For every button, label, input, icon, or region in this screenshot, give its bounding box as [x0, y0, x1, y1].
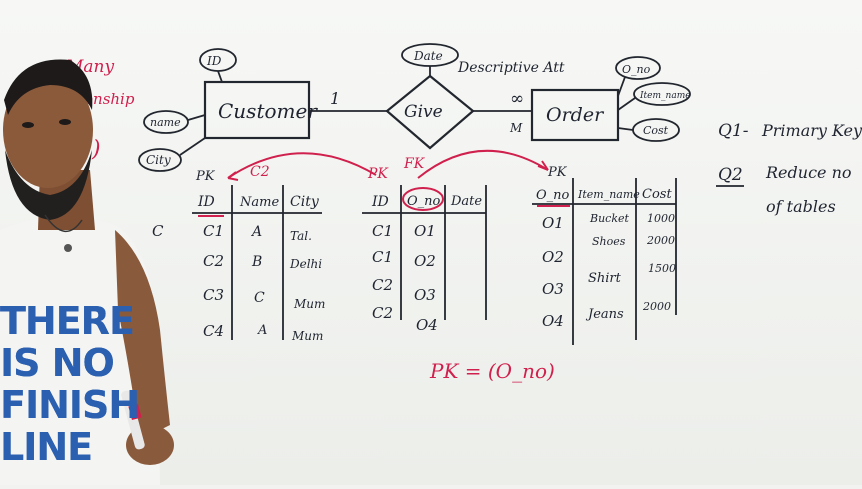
margin-note-2: onship: [84, 90, 135, 108]
table-row: O1: [542, 214, 564, 232]
table-row: C4: [203, 322, 224, 340]
cardinality-m: M: [509, 121, 523, 135]
attr-date-text: Date: [413, 49, 443, 63]
customer-col-name: Name: [239, 195, 279, 210]
entity-order-box: [530, 88, 620, 142]
table-row: C1: [203, 222, 224, 240]
entity-order-label: Order: [546, 104, 605, 126]
table-row: O3: [414, 286, 436, 304]
attr-ono-text: O_no: [622, 63, 651, 76]
table-row: C2: [372, 304, 393, 322]
give-col-id: ID: [371, 194, 389, 210]
question-2-text-line2: of tables: [766, 197, 836, 216]
give-col-ono: O_no: [407, 194, 441, 209]
customer-table-note: C2: [250, 164, 270, 180]
presenter: THERE IS NO FINISH LINE: [0, 30, 200, 485]
give-ono-circle: [402, 187, 444, 211]
attr-itemname-text: Item_name: [639, 91, 691, 101]
table-row: A: [257, 323, 267, 338]
order-col-itemname: Item_name: [577, 188, 640, 201]
table-row: Jeans: [585, 307, 624, 322]
shirt-print-line: FINISH: [0, 383, 140, 427]
give-col-date: Date: [450, 194, 482, 209]
table-row: 2000: [646, 234, 675, 247]
table-row: C1: [372, 248, 393, 266]
table-row: O2: [414, 252, 436, 270]
table-row: C: [254, 290, 265, 306]
table-row: Tal.: [290, 229, 312, 243]
table-row: Delhi: [289, 257, 322, 271]
cardinality-infinity: ∞: [510, 89, 524, 109]
relationship-give-label: Give: [404, 102, 443, 122]
attr-itemname-ellipse: [633, 82, 691, 106]
customer-side-note: C: [152, 222, 164, 240]
table-row: C2: [203, 252, 224, 270]
table-row: Bucket: [589, 212, 630, 225]
attr-name-text: name: [150, 116, 181, 129]
attr-cost-text: Cost: [643, 124, 669, 137]
table-row: Mum: [293, 297, 325, 311]
customer-table-pk-mark: PK: [195, 169, 216, 184]
table-row: Shirt: [588, 271, 622, 286]
customer-col-id: ID: [197, 194, 215, 210]
table-row: A: [250, 224, 262, 240]
give-table-pk-mark: PK: [367, 166, 389, 182]
entity-customer-box: [203, 80, 311, 140]
cardinality-one: 1: [330, 89, 340, 108]
customer-col-city: City: [290, 194, 320, 210]
question-2-text-line1: Reduce no: [765, 163, 852, 182]
margin-note-3: ): [91, 137, 101, 162]
give-table-fk-mark: FK: [403, 156, 426, 172]
attr-city-ellipse: [138, 148, 182, 172]
entity-customer-label: Customer: [218, 99, 318, 123]
attr-city-text: City: [146, 153, 171, 167]
question-2-label: Q2: [718, 165, 743, 185]
shirt-print-line: THERE: [0, 299, 135, 343]
table-row: O3: [542, 280, 564, 298]
table-row: O1: [414, 222, 436, 240]
descriptive-att-note: Descriptive Att: [457, 60, 565, 76]
attr-ono-ellipse: [615, 56, 661, 80]
presenter-figure: [0, 59, 174, 485]
pk-note: PK = (O_no): [429, 359, 555, 383]
table-row: C2: [372, 276, 393, 294]
table-row: B: [251, 254, 262, 270]
table-row: 2000: [642, 300, 671, 313]
table-row: Shoes: [592, 235, 626, 248]
attr-id-text: ID: [206, 54, 222, 68]
table-row: C3: [203, 286, 224, 304]
table-row: 1500: [648, 262, 676, 275]
attr-name-ellipse: [143, 110, 189, 134]
table-row: 1000: [647, 212, 675, 225]
relationship-give-diamond: [385, 74, 475, 150]
question-1-text: Primary Key: [761, 121, 862, 140]
table-row: Mum: [291, 329, 323, 343]
table-row: O4: [542, 312, 564, 330]
table-row: C1: [372, 222, 393, 240]
shirt-print-line: IS NO: [0, 341, 115, 385]
order-table-pk-mark: PK: [547, 165, 568, 180]
question-1-label: Q1-: [718, 121, 749, 141]
order-col-ono: O_no: [536, 188, 570, 203]
table-row: O4: [416, 316, 438, 334]
shirt-print: THERE IS NO FINISH LINE: [0, 300, 150, 468]
order-col-cost: Cost: [642, 187, 672, 202]
shirt-print-line: LINE: [0, 425, 93, 469]
table-row: O2: [542, 248, 564, 266]
